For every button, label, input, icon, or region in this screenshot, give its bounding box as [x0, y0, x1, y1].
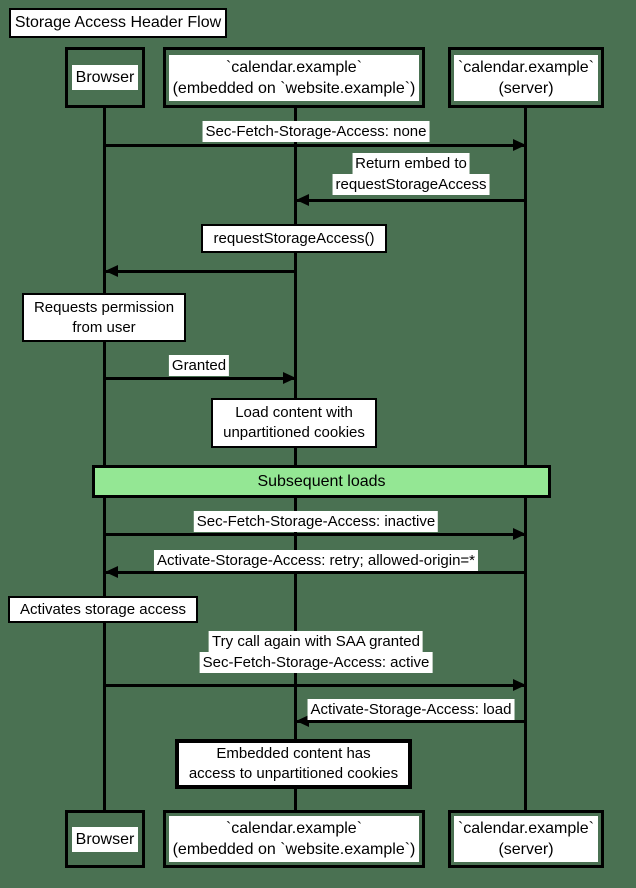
message-text: Sec-Fetch-Storage-Access: active [199, 652, 433, 673]
message-label-granted: Granted [168, 355, 230, 376]
message-label-request-storage-access: requestStorageAccess() [201, 224, 387, 253]
participant-server-bottom: `calendar.example` (server) [448, 810, 604, 868]
arrowhead-left-icon [105, 265, 118, 277]
message-text: Sec-Fetch-Storage-Access: none [202, 121, 430, 142]
lifeline-browser [103, 108, 106, 810]
message-text: requestStorageAccess [332, 174, 490, 195]
arrowhead-left-icon [296, 715, 309, 727]
participant-server-top: `calendar.example` (server) [448, 47, 604, 108]
participant-label-text: (embedded on `website.example`) [172, 79, 416, 97]
message-arrow-return-embed [296, 194, 526, 206]
participant-label-text: `calendar.example` [457, 58, 595, 76]
message-arrow-activate-load [296, 715, 526, 727]
message-text: Try call again with SAA granted [209, 631, 423, 652]
participant-browser-bottom: Browser [65, 810, 145, 868]
message-arrow-granted [105, 372, 296, 384]
message-text: Activate-Storage-Access: load [307, 699, 515, 720]
participant-label: `calendar.example` (embedded on `website… [168, 816, 420, 862]
message-label-activate-retry: Activate-Storage-Access: retry; allowed-… [153, 550, 479, 571]
note-text: from user [72, 318, 136, 336]
message-text: requestStorageAccess() [213, 230, 375, 247]
message-text: Return embed to [352, 153, 470, 174]
message-text: Sec-Fetch-Storage-Access: inactive [193, 511, 439, 532]
participant-label-text: (embedded on `website.example`) [172, 841, 416, 858]
note-text: Requests permission [33, 298, 175, 316]
participant-label-text: Browser [75, 69, 135, 86]
participant-label: Browser [71, 826, 139, 852]
lifeline-server [524, 108, 527, 810]
message-label-sec-fetch-none: Sec-Fetch-Storage-Access: none [202, 121, 430, 142]
message-text: Granted [168, 355, 230, 376]
arrowhead-right-icon [513, 528, 526, 540]
message-arrow-try-again [105, 679, 526, 691]
arrowhead-left-icon [296, 194, 309, 206]
participant-embedded-top: `calendar.example` (embedded on `website… [163, 47, 425, 108]
note-text: Embedded content has [216, 745, 371, 762]
message-label-sec-fetch-inactive: Sec-Fetch-Storage-Access: inactive [193, 511, 439, 532]
note-activates-storage-access: Activates storage access [8, 596, 198, 623]
message-label-try-again: Try call again with SAA granted Sec-Fetc… [199, 631, 433, 673]
participant-label-text: Browser [75, 830, 135, 848]
participant-label: `calendar.example` (server) [453, 54, 599, 101]
arrowhead-right-icon [513, 139, 526, 151]
message-label-activate-load: Activate-Storage-Access: load [307, 699, 515, 720]
message-label-return-embed: Return embed to requestStorageAccess [332, 153, 490, 195]
participant-browser-top: Browser [65, 47, 145, 108]
note-text: access to unpartitioned cookies [188, 765, 399, 782]
message-arrow-sec-fetch-none [105, 139, 526, 151]
arrowhead-right-icon [513, 679, 526, 691]
arrowhead-left-icon [105, 566, 118, 578]
lifeline-embedded [294, 108, 297, 810]
note-text: Activates storage access [20, 600, 186, 618]
divider-label: Subsequent loads [257, 472, 386, 490]
arrowhead-right-icon [283, 372, 296, 384]
participant-label-text: `calendar.example` [457, 820, 595, 837]
message-arrow-request-storage-access [105, 265, 296, 277]
note-load-content: Load content with unpartitioned cookies [211, 398, 377, 448]
message-text: Activate-Storage-Access: retry; allowed-… [153, 550, 479, 571]
participant-embedded-bottom: `calendar.example` (embedded on `website… [163, 810, 425, 868]
divider-subsequent-loads: Subsequent loads [92, 465, 551, 498]
note-text: Load content with [235, 404, 353, 421]
participant-label: Browser [71, 65, 139, 90]
diagram-title: Storage Access Header Flow [9, 8, 227, 38]
participant-label-text: (server) [498, 841, 554, 858]
participant-label-text: `calendar.example` [225, 58, 363, 76]
participant-label-text: `calendar.example` [225, 820, 363, 837]
note-text: unpartitioned cookies [223, 424, 365, 441]
message-arrow-activate-retry [105, 566, 526, 578]
note-requests-permission: Requests permission from user [22, 293, 186, 342]
participant-label: `calendar.example` (server) [453, 816, 599, 862]
participant-label: `calendar.example` (embedded on `website… [168, 54, 420, 101]
note-embedded-content-access: Embedded content has access to unpartiti… [175, 739, 412, 789]
message-arrow-sec-fetch-inactive [105, 528, 526, 540]
participant-label-text: (server) [498, 79, 554, 97]
